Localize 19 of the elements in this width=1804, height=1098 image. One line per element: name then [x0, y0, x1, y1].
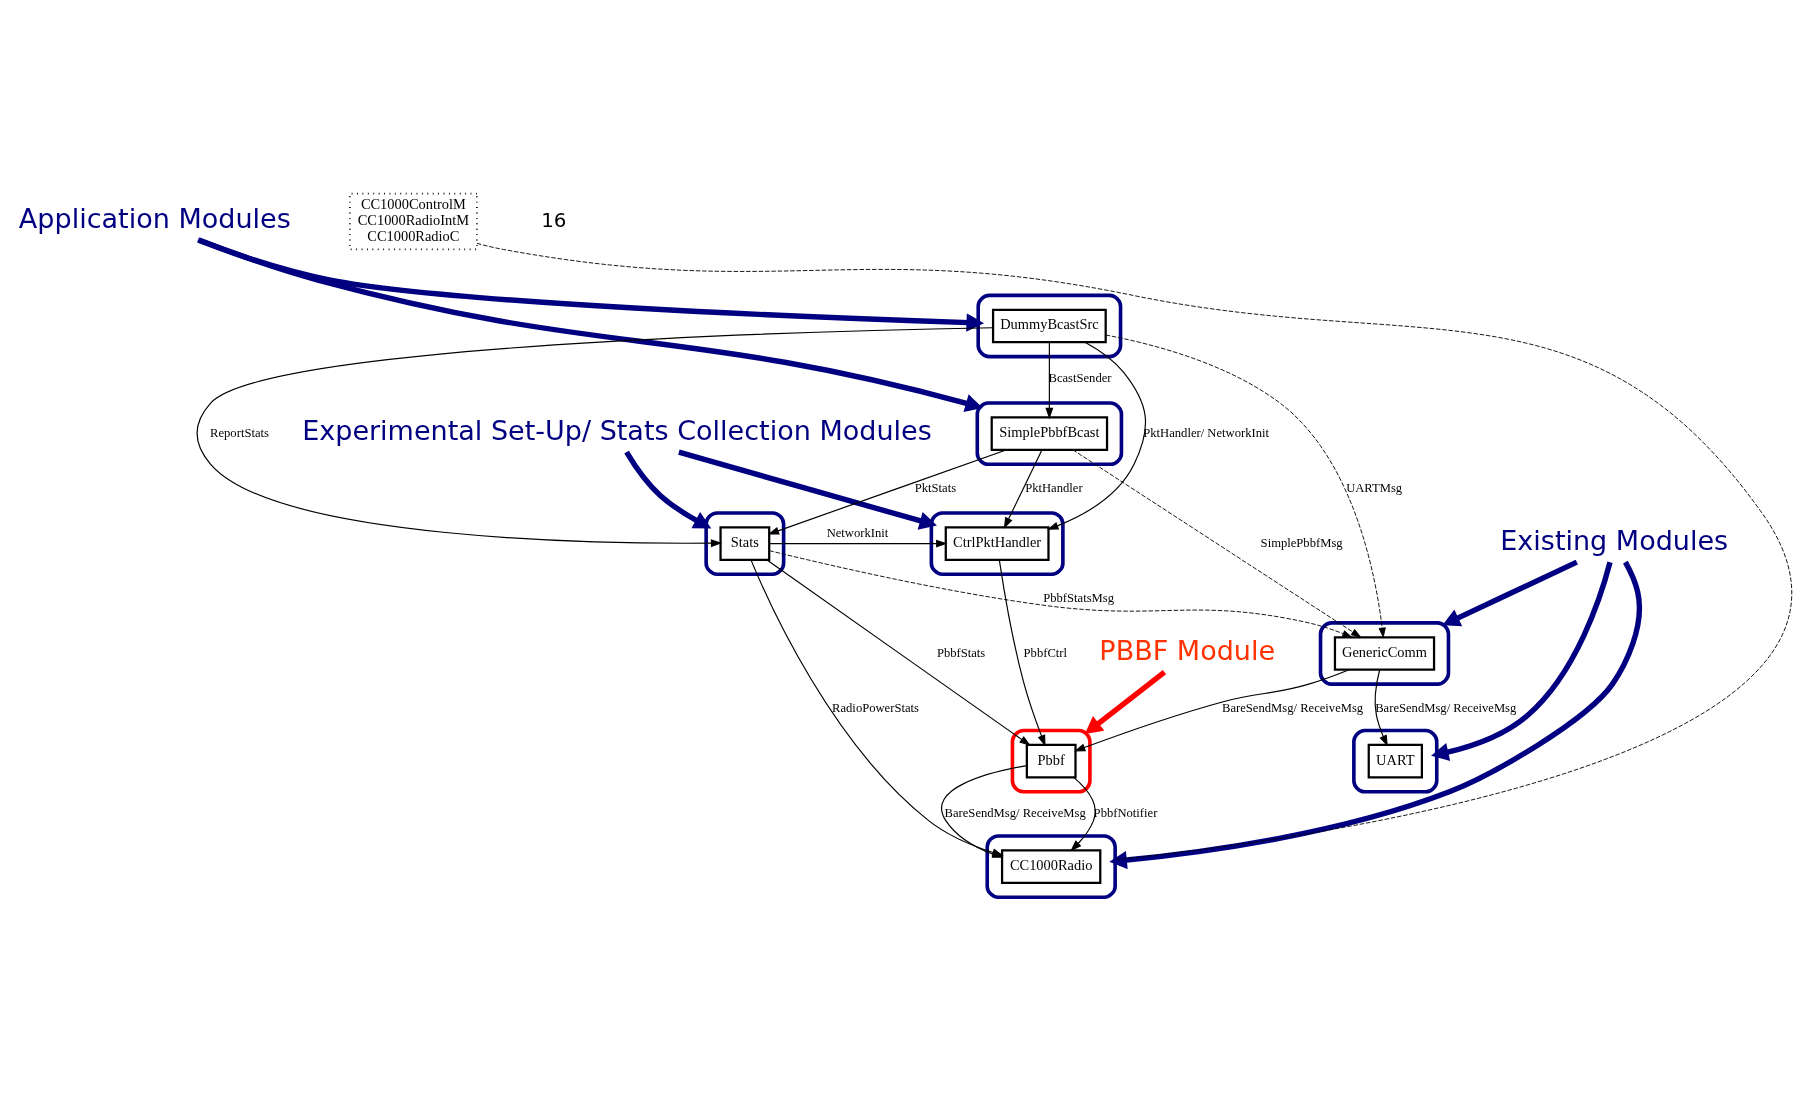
node-text: PBBF Module [1099, 635, 1276, 667]
label: 16 [541, 208, 567, 232]
edge-label: BareSendMsg/ ReceiveMsg [1222, 700, 1364, 715]
edge-label: BareSendMsg/ ReceiveMsg [1375, 700, 1517, 715]
edge-label: RadioPowerStats [832, 700, 919, 715]
edge-label: SimplePbbfMsg [1260, 535, 1343, 550]
edge-label: PktHandler/ NetworkInit [1143, 426, 1269, 441]
edge-label: PbbfStats [936, 645, 986, 660]
edge-label: PbbfCtrl [1023, 645, 1068, 660]
edge-label: NetworkInit [826, 526, 889, 541]
edge-label: PktStats [914, 480, 957, 495]
edge-label: ReportStats [210, 426, 269, 441]
node-text: Existing Modules [1500, 525, 1729, 557]
node-text: Application Modules [18, 203, 291, 235]
edge-label: PktHandler [1025, 480, 1083, 495]
edge-label: BareSendMsg/ ReceiveMsg [944, 806, 1086, 821]
edge-label: PbbfStatsMsg [1043, 590, 1115, 605]
node-text: Experimental Set-Up/ Stats Collection Modules [302, 415, 932, 447]
edge-label: UARTMsg [1346, 480, 1403, 495]
